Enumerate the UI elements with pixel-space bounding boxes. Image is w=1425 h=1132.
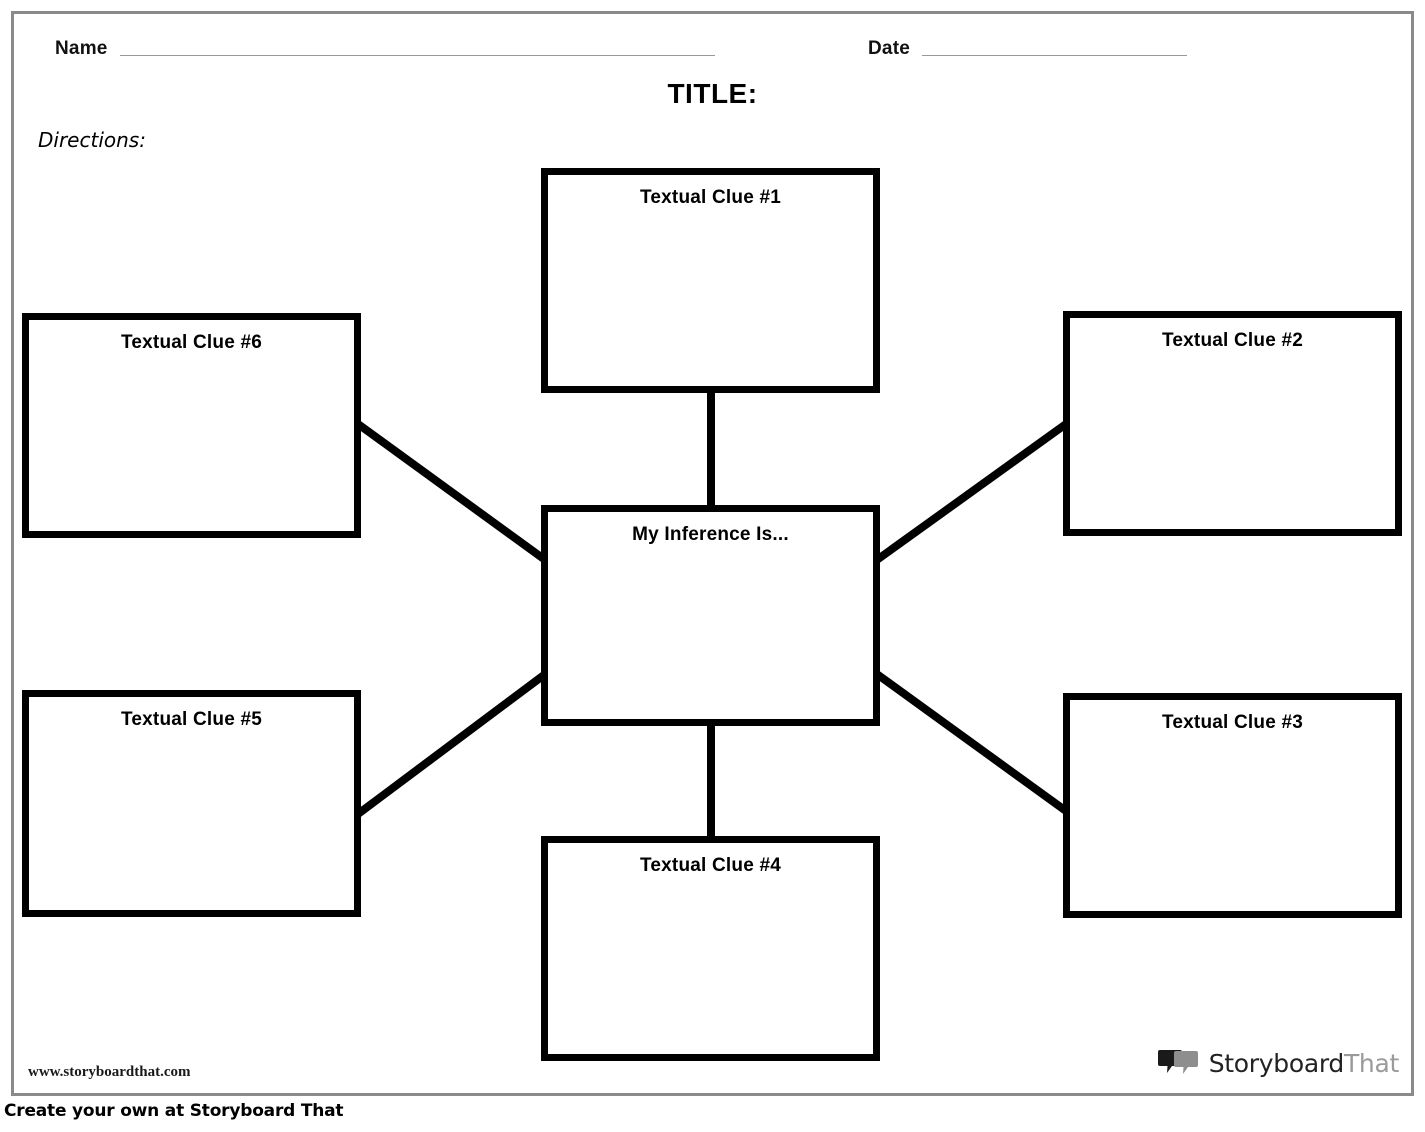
logo-word-storyboard: Storyboard — [1208, 1048, 1345, 1078]
textual-clue-1-box[interactable]: Textual Clue #1 — [541, 168, 880, 393]
page-title: TITLE: — [667, 78, 758, 109]
textual-clue-4-box[interactable]: Textual Clue #4 — [541, 836, 880, 1061]
logo-word-that: That — [1343, 1048, 1399, 1078]
date-field[interactable]: Date — [868, 38, 1188, 60]
textual-clue-6-label: Textual Clue #6 — [121, 332, 262, 353]
textual-clue-6-box[interactable]: Textual Clue #6 — [22, 313, 361, 538]
date-write-line[interactable] — [921, 55, 1187, 56]
name-label: Name — [55, 38, 108, 59]
directions-label: Directions: — [38, 128, 146, 152]
textual-clue-5-label: Textual Clue #5 — [121, 709, 262, 730]
textual-clue-4-label: Textual Clue #4 — [640, 855, 781, 876]
promo-text: Create your own at Storyboard That — [4, 1101, 344, 1121]
textual-clue-3-label: Textual Clue #3 — [1162, 712, 1303, 733]
name-field[interactable]: Name — [55, 38, 715, 60]
my-inference-box[interactable]: My Inference Is... — [541, 505, 880, 726]
textual-clue-5-box[interactable]: Textual Clue #5 — [22, 690, 361, 917]
date-label: Date — [868, 38, 910, 59]
my-inference-label: My Inference Is... — [632, 524, 789, 545]
name-write-line[interactable] — [119, 55, 715, 56]
textual-clue-3-box[interactable]: Textual Clue #3 — [1063, 693, 1402, 918]
textual-clue-2-box[interactable]: Textual Clue #2 — [1063, 311, 1402, 536]
textual-clue-2-label: Textual Clue #2 — [1162, 330, 1303, 351]
textual-clue-1-label: Textual Clue #1 — [640, 187, 781, 208]
logo-wordmark: StoryboardThat — [1208, 1048, 1400, 1078]
speech-bubbles-icon — [1157, 1050, 1198, 1074]
footer-url: www.storyboardthat.com — [28, 1064, 191, 1080]
storyboardthat-logo: StoryboardThat — [1157, 1048, 1400, 1078]
